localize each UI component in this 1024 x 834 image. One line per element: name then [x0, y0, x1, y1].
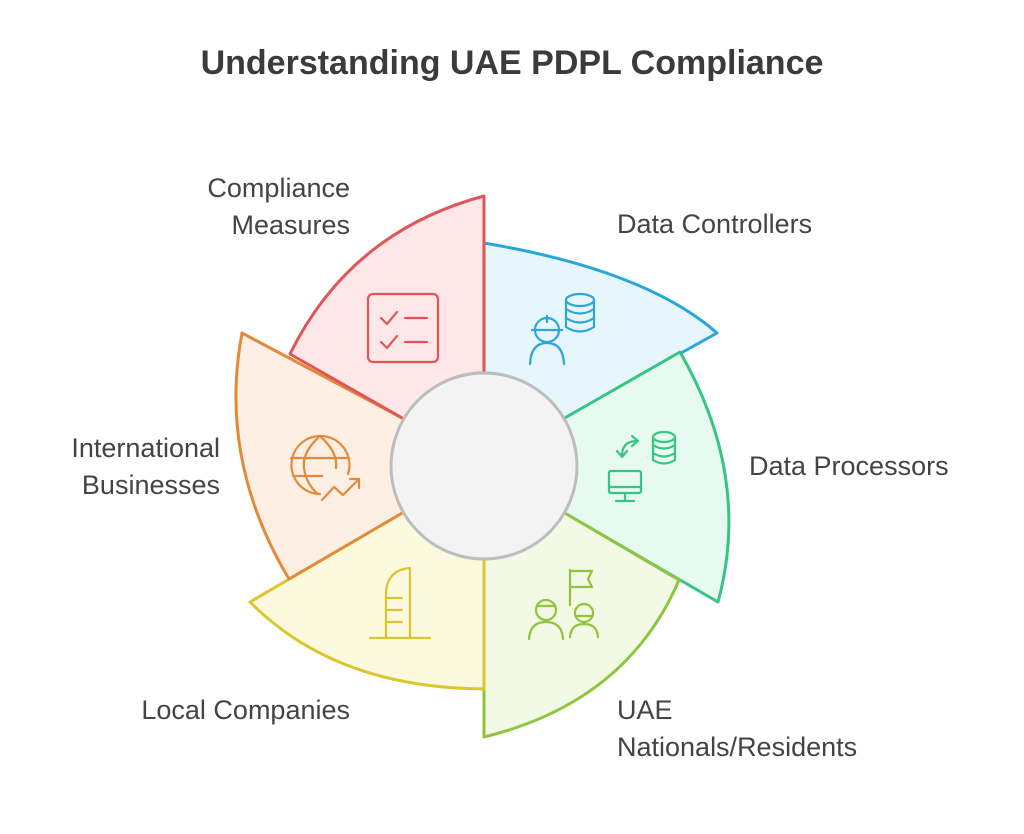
- building-icon: [368, 566, 432, 640]
- label-data-controllers: Data Controllers: [617, 206, 812, 243]
- label-line: Data Controllers: [617, 209, 813, 239]
- center-circle: [389, 371, 579, 561]
- label-local-companies: Local Companies: [141, 692, 350, 729]
- label-line: Measures: [231, 210, 350, 240]
- label-line: UAE: [617, 695, 673, 725]
- label-uae-nationals-residents: UAE Nationals/Residents: [617, 692, 857, 766]
- monitor-sync-database-icon: [607, 430, 677, 503]
- globe-growth-icon: [289, 434, 361, 502]
- label-international-businesses: International Businesses: [71, 430, 220, 504]
- checklist-icon: [366, 292, 440, 364]
- label-line: International: [71, 433, 220, 463]
- label-compliance-measures: Compliance Measures: [207, 170, 350, 244]
- label-line: Businesses: [81, 470, 220, 500]
- label-line: Nationals/Residents: [617, 732, 858, 762]
- label-data-processors: Data Processors: [749, 448, 949, 485]
- label-line: Local Companies: [141, 695, 350, 725]
- label-line: Data Processors: [749, 451, 949, 481]
- diagram-title: Understanding UAE PDPL Compliance: [200, 44, 824, 82]
- label-line: Compliance: [207, 173, 350, 203]
- controller-database-icon: [528, 292, 596, 366]
- people-flag-icon: [527, 568, 600, 641]
